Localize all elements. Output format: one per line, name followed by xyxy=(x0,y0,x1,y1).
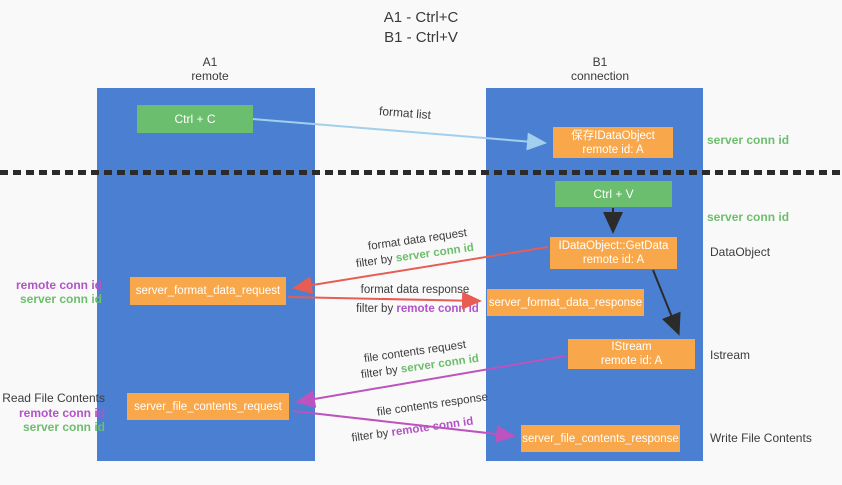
title-line-ctrl-c: A1 - Ctrl+C xyxy=(383,9,459,26)
flow-label-filter-remote-conn-id-1: filter by remote conn id xyxy=(335,303,500,315)
node-ctrl-v: Ctrl + V xyxy=(555,181,672,207)
phase-divider-dotted-line xyxy=(0,170,842,175)
annotation-remote-conn-id-left-top: remote conn id xyxy=(15,278,102,292)
lifeline-a1-name: remote xyxy=(191,69,229,83)
node-file-response-label: server_file_contents_response xyxy=(522,432,679,445)
annotation-server-conn-id-left-top: server conn id xyxy=(19,292,102,306)
flow-label-format-data-response: format data response xyxy=(360,284,470,296)
node-save-idataobject-line2: remote id: A xyxy=(582,143,644,156)
annotation-dataobject: DataObject xyxy=(710,245,771,259)
lifeline-b1-name: connection xyxy=(570,69,630,83)
node-idataobject-getdata: IDataObject::GetData remote id: A xyxy=(550,237,677,269)
annotation-istream: Istream xyxy=(710,348,751,362)
annotation-server-conn-id-right-mid: server conn id xyxy=(707,210,790,224)
filter-by-text-1: filter by xyxy=(355,252,397,271)
node-save-idataobject: 保存IDataObject remote id: A xyxy=(553,127,673,158)
filter-remote-conn-id-2: remote conn id xyxy=(390,415,475,439)
node-getdata-line2: remote id: A xyxy=(582,254,645,266)
lifeline-a1-id: A1 xyxy=(202,55,218,69)
filter-remote-conn-id-1: remote conn id xyxy=(396,303,479,315)
annotation-server-conn-id-right-top: server conn id xyxy=(707,133,790,147)
node-server-format-data-response: server_format_data_response xyxy=(487,289,644,316)
title-line-ctrl-v: B1 - Ctrl+V xyxy=(384,29,458,46)
node-istream-line1: IStream xyxy=(611,341,652,353)
node-file-request-label: server_file_contents_request xyxy=(134,400,282,413)
node-server-file-contents-response: server_file_contents_response xyxy=(521,425,680,452)
lifeline-b1-id: B1 xyxy=(592,55,608,69)
node-ctrl-v-label: Ctrl + V xyxy=(593,187,634,201)
filter-by-text-3: filter by xyxy=(360,363,402,382)
node-istream: IStream remote id: A xyxy=(568,339,695,369)
node-server-format-data-request: server_format_data_request xyxy=(130,277,286,305)
node-format-response-label: server_format_data_response xyxy=(488,296,643,309)
node-save-idataobject-line1: 保存IDataObject xyxy=(571,129,655,142)
node-istream-line2: remote id: A xyxy=(600,355,663,367)
arrow-format-data-response xyxy=(287,291,482,310)
node-format-request-label: server_format_data_request xyxy=(135,285,281,297)
annotation-remote-conn-id-left-bottom: remote conn id xyxy=(18,406,105,420)
annotation-read-file-contents: Read File Contents xyxy=(2,391,105,405)
node-server-file-contents-request: server_file_contents_request xyxy=(127,393,289,420)
annotation-server-conn-id-left-bottom: server conn id xyxy=(22,420,105,434)
node-ctrl-c: Ctrl + C xyxy=(137,105,253,133)
flow-label-format-list: format list xyxy=(378,103,432,123)
diagram-title: A1 - Ctrl+C B1 - Ctrl+V xyxy=(0,8,842,48)
filter-by-text-2: filter by xyxy=(356,303,397,315)
lifeline-header-connection: B1 connection xyxy=(540,55,660,83)
node-ctrl-c-label: Ctrl + C xyxy=(174,112,216,126)
filter-by-text-4: filter by xyxy=(350,426,393,445)
lifeline-header-remote: A1 remote xyxy=(150,55,270,83)
node-getdata-line1: IDataObject::GetData xyxy=(558,240,669,252)
annotation-write-file-contents: Write File Contents xyxy=(710,431,812,445)
